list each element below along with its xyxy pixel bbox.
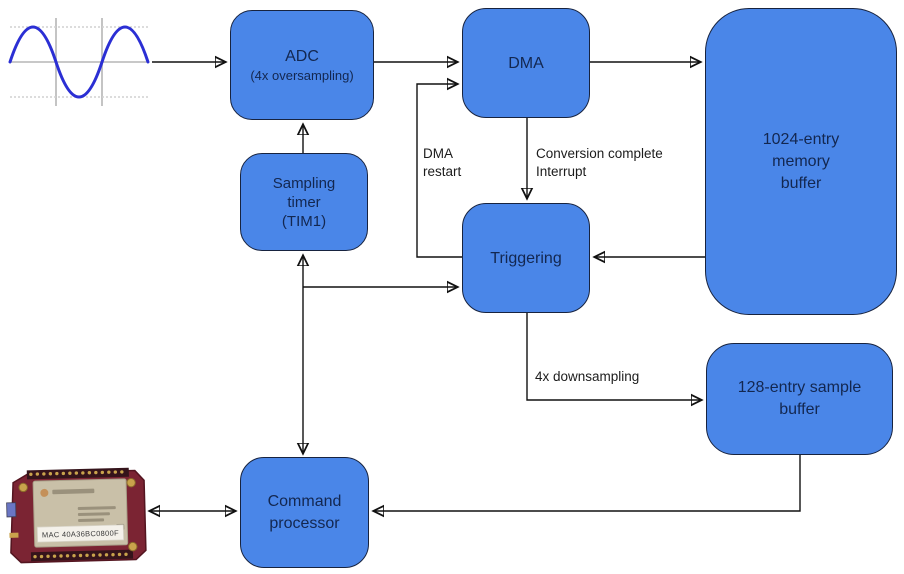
dma-restart-label-line1: DMA [423,146,453,161]
adc-subtitle: (4x oversampling) [250,67,354,83]
conversion-complete-label-line2: Interrupt [536,164,587,179]
triggering-title: Triggering [490,249,562,267]
mac-label-sticker [36,524,125,543]
memory-buffer-line3: buffer [780,174,822,192]
onion-logo-mark [40,488,49,497]
dma-restart-label: DMA restart [423,145,461,181]
mac-label-text: MAC 40A36BC0800F [42,528,119,539]
memory-buffer-box: 1024-entry memory buffer [705,8,897,315]
dma-title: DMA [508,54,544,72]
adc-box: ADC (4x oversampling) [230,10,374,120]
adc-title: ADC [285,47,319,65]
command-processor-line2: processor [269,514,340,532]
memory-buffer-line1: 1024-entry [762,130,840,148]
sampling-timer-box: Sampling timer (TIM1) [240,153,368,251]
mounting-pads [18,477,138,552]
downsampling-label: 4x downsampling [535,369,640,384]
arrow-triggering-to-sample-buffer [526,313,701,400]
arrow-triggering-to-dma-restart [416,84,462,258]
side-component [6,502,17,518]
omega2-board-image: MAC 40A36BC0800F [6,467,147,564]
sine-curve [8,25,150,99]
dma-box: DMA [462,8,590,118]
sample-buffer-line2: buffer [779,401,820,418]
side-pad [9,532,19,538]
sampling-timer-line3: (TIM1) [281,212,327,230]
sampling-timer-line1: Sampling [272,174,336,192]
command-processor-box: Command processor [240,457,369,568]
pin-dots [29,470,128,559]
triggering-box: Triggering [462,203,590,313]
conversion-complete-label-line1: Conversion complete [536,146,663,161]
sine-wave-image [8,18,150,106]
dma-restart-label-line2: restart [423,164,462,179]
sample-buffer-line1: 128-entry sample [737,379,862,396]
memory-buffer-line2: memory [772,152,830,170]
arrow-sample-buffer-to-command-processor [374,455,801,511]
conversion-complete-interrupt-label: Conversion complete Interrupt [536,145,663,181]
sample-buffer-box: 128-entry sample buffer [706,343,893,455]
sampling-timer-line2: timer [287,193,321,211]
command-processor-line1: Command [267,492,342,510]
